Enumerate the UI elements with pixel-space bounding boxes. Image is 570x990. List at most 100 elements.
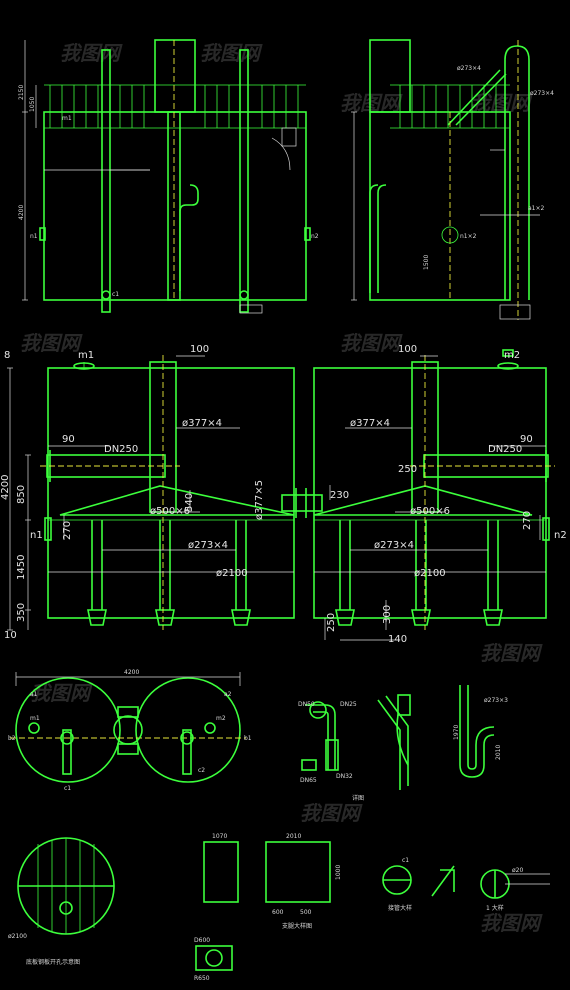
dim-600: 600 — [272, 909, 284, 916]
watermark-text: 我图网 — [200, 41, 263, 65]
upper-stack — [369, 39, 411, 113]
dim-2010: 2010 — [286, 833, 301, 840]
watermark-text: 我图网 — [340, 331, 403, 355]
watermark-text: 我图网 — [20, 331, 83, 355]
label-m1: m1 — [30, 715, 40, 722]
label-m1: m1 — [78, 350, 94, 361]
label-m2: m2 — [216, 715, 226, 722]
right-tank — [313, 367, 547, 619]
watermark-text: 我图网 — [470, 91, 533, 115]
dim-100-right: 100 — [398, 344, 417, 355]
upper-stack — [154, 39, 196, 113]
tank-body — [43, 111, 307, 301]
dim-r650: R650 — [194, 975, 210, 982]
label-a1x2: a1×2 — [528, 205, 545, 212]
marker-top: 8 — [4, 350, 10, 361]
dim-100-left: 100 — [190, 344, 209, 355]
spec-377x4-right: ø377×4 — [350, 418, 390, 429]
label-c1: c1 — [112, 291, 119, 298]
dim-350: 350 — [16, 603, 27, 622]
top-left-elevation: n1 n2 m1 c1 2150 4200 1050 — [18, 39, 319, 314]
label-n2: n2 — [311, 233, 319, 240]
right-riser-pipe — [239, 49, 249, 313]
watermark-text: 我图网 — [60, 41, 123, 65]
detail-caption: 详图 — [352, 794, 364, 802]
dim-850: 850 — [16, 485, 27, 504]
caption-middle: 支腿大样图 — [282, 922, 312, 930]
spec-377x4-left: ø377×4 — [182, 418, 222, 429]
caption-connection: 接管大样 — [388, 904, 412, 912]
marker-bottom: 10 — [4, 630, 17, 641]
main-elevation: m1 m2 100 100 ø377×4 ø377×4 90 90 DN250 … — [0, 344, 567, 645]
left-tank-circle — [15, 677, 121, 783]
watermark-text: 我图网 — [480, 641, 543, 665]
vent-pipe — [504, 45, 530, 300]
label-dn25: DN25 — [340, 701, 357, 708]
manhole — [441, 226, 459, 244]
spec-b: ø273×4 — [530, 90, 554, 97]
label-n2: n2 — [554, 530, 567, 541]
dim-1970: 1970 — [453, 725, 460, 740]
spec-377x5: ø377×5 — [254, 480, 265, 520]
dim-4200: 4200 — [124, 669, 139, 676]
caption-detail: 1 大样 — [486, 904, 504, 912]
left-cone — [59, 485, 295, 516]
right-cone — [313, 485, 533, 516]
dim-270-right: 270 — [522, 511, 533, 530]
dim-1070: 1070 — [212, 833, 227, 840]
label-dn250-left: DN250 — [104, 444, 138, 455]
right-tank-circle — [135, 677, 241, 783]
caption-plate: 底板钢板开孔示意图 — [26, 958, 80, 966]
tank-body — [369, 111, 511, 301]
watermark-layer: 我图网 我图网 我图网 我图网 我图网 我图网 我图网 我图网 我图网 我图网 — [20, 41, 543, 935]
dim-90-left: 90 — [62, 434, 75, 445]
dim-270-left: 270 — [62, 521, 73, 540]
spec-273x4-left: ø273×4 — [188, 540, 228, 551]
spec-500x6-right: ø500×6 — [410, 506, 450, 517]
dim-plate: ø2100 — [8, 933, 27, 940]
dim-140: 140 — [388, 634, 407, 645]
spec-273x3: ø273×3 — [484, 697, 508, 704]
spec-500x6-left: ø500×6 — [150, 506, 190, 517]
bottom-details: ø2100 底板钢板开孔示意图 1070 2010 1000 600 500 D… — [8, 833, 550, 982]
dia-2100-right: ø2100 — [414, 568, 446, 579]
dim-1000: 1000 — [335, 865, 342, 880]
left-dn250-pipe — [46, 454, 166, 478]
label-dn65: DN65 — [300, 777, 317, 784]
label-n1x2: n1×2 — [460, 233, 477, 240]
top-right-elevation: ø273×4 ø273×4 n1×2 a1×2 1500 — [351, 39, 554, 320]
label-b2: b2 — [8, 735, 16, 742]
label-a2: a2 — [224, 691, 232, 698]
label-c1: c1 — [64, 785, 71, 792]
dim-2150: 2150 — [18, 85, 25, 100]
dim-90-right: 90 — [520, 434, 533, 445]
watermark-text: 我图网 — [30, 681, 93, 705]
label-b1: b1 — [244, 735, 252, 742]
dim-250-bottom: 250 — [326, 613, 337, 632]
dim-o20: ø20 — [512, 867, 523, 874]
dim-250: 250 — [398, 464, 417, 475]
dim-d600: D600 — [194, 937, 210, 944]
drain-nozzle — [239, 290, 249, 300]
watermark-text: 我图网 — [300, 801, 363, 825]
dim-540: 540 — [184, 493, 195, 512]
label-dn32: DN32 — [336, 773, 353, 780]
label-dn250-right: DN250 — [488, 444, 522, 455]
dim-300: 300 — [382, 605, 393, 624]
left-tank — [47, 367, 295, 619]
left-riser-pipe — [101, 49, 111, 313]
dim-4200: 4200 — [18, 205, 25, 220]
dim-500: 500 — [300, 909, 312, 916]
label-m2: m2 — [504, 350, 520, 361]
plan-view: 4200 a1 a2 b2 b1 c1 c2 m1 m2 — [8, 669, 252, 792]
pipe-details: DN50 DN25 DN32 DN65 详图 ø273×3 1970 2010 — [298, 685, 508, 802]
label-n1: n1 — [30, 233, 38, 240]
spec-a: ø273×4 — [457, 65, 481, 72]
label-a1: a1 — [30, 691, 38, 698]
elbow-pipe — [369, 184, 379, 293]
dim-1450: 1450 — [16, 555, 27, 580]
spec-273x4-right: ø273×4 — [374, 540, 414, 551]
dim-230: 230 — [330, 490, 349, 501]
dia-2100-left: ø2100 — [216, 568, 248, 579]
dim-1500: 1500 — [423, 255, 430, 270]
